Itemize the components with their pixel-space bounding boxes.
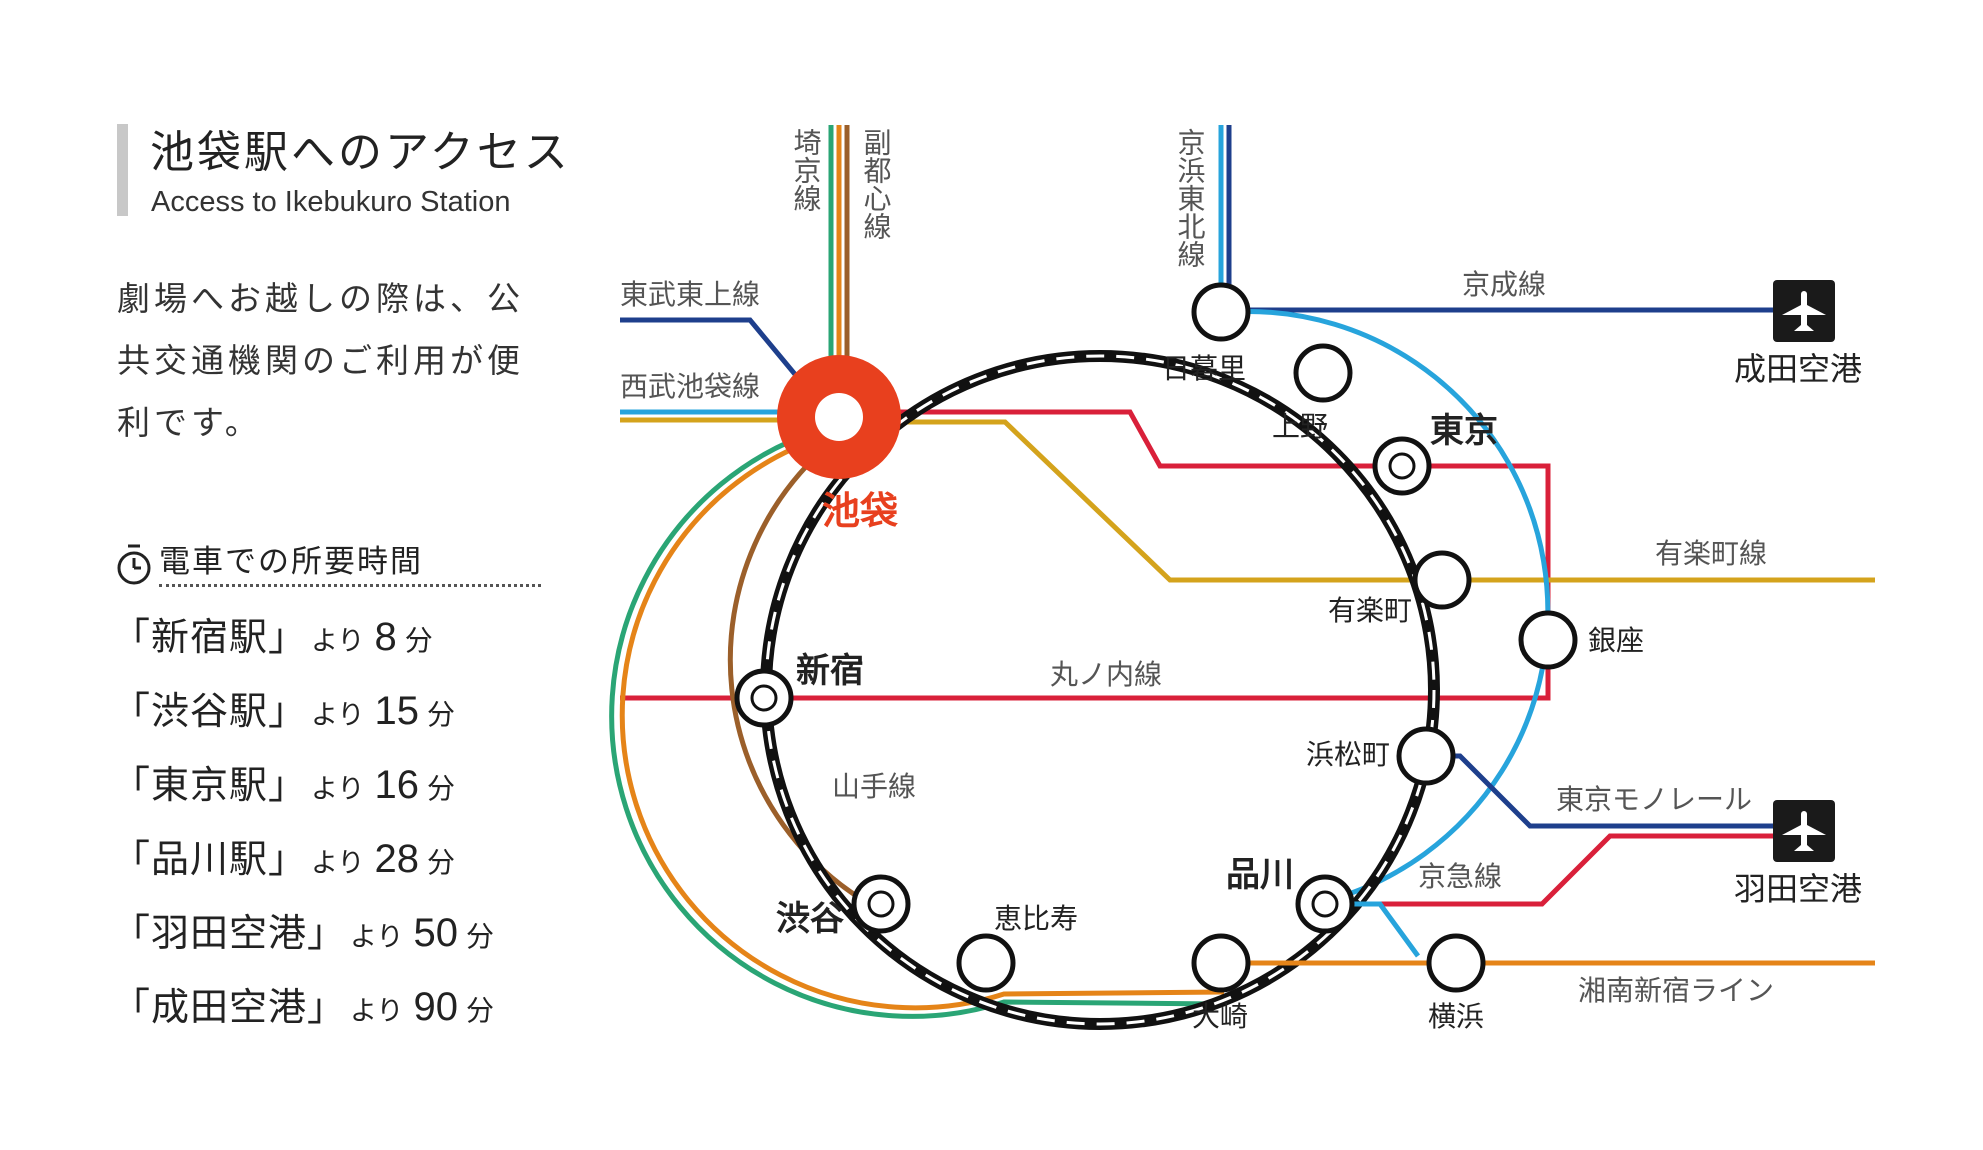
travel-minutes: 90	[413, 985, 458, 1029]
station-shinjuku-label: 新宿	[796, 651, 864, 691]
travel-origin: 「成田空港」	[112, 985, 347, 1029]
station-ikebukuro-label: 池袋	[822, 489, 898, 533]
travel-origin: 「品川駅」	[112, 837, 308, 881]
travel-unit: 分	[426, 772, 455, 805]
clock-icon	[117, 544, 151, 585]
station-ueno-label: 上野	[1272, 410, 1328, 443]
travel-yori: より	[350, 996, 404, 1027]
travel-origin: 「羽田空港」	[112, 911, 347, 955]
travel-minutes: 28	[374, 837, 419, 881]
dotted-divider	[159, 584, 541, 587]
yamanote-line-dash	[764, 354, 1436, 1026]
station-ebisu-marker[interactable]	[956, 933, 1016, 993]
travel-minutes: 16	[374, 763, 419, 807]
travel-time-heading-label: 電車での所要時間	[159, 544, 423, 580]
yamanote-line-label: 山手線	[832, 770, 916, 803]
travel-unit: 分	[465, 994, 494, 1027]
station-osaki-marker[interactable]	[1191, 933, 1251, 993]
station-shinagawa-label: 品川	[1226, 855, 1294, 895]
airport-narita-label: 成田空港	[1734, 350, 1862, 388]
station-hamamatsucho-marker[interactable]	[1396, 726, 1456, 786]
station-yurakucho-marker[interactable]	[1412, 550, 1472, 610]
station-shibuya-label: 渋谷	[776, 899, 844, 939]
airport-narita[interactable]	[1773, 280, 1835, 342]
shonan-shinjuku-line-label: 湘南新宿ライン	[1578, 974, 1774, 1007]
intro-line: 利です。	[117, 403, 262, 442]
station-shibuya-marker[interactable]	[851, 874, 911, 934]
station-yurakucho-label: 有楽町	[1328, 594, 1412, 627]
station-shinagawa-marker[interactable]	[1295, 874, 1355, 934]
title-accent-bar	[117, 124, 128, 216]
keikyu-line	[1325, 833, 1775, 907]
station-tokyo-marker[interactable]	[1372, 436, 1432, 496]
travel-yori: より	[311, 848, 365, 879]
travel-unit: 分	[404, 624, 433, 657]
tobu-tojo-line	[620, 317, 810, 392]
keihin-tohoku-line-label: 京浜東北線	[1174, 128, 1207, 268]
shonan-arc	[619, 433, 1225, 1011]
station-ikebukuro-center	[815, 393, 863, 441]
airplane-icon	[1782, 811, 1826, 851]
transfer-ring-shinjuku	[750, 684, 778, 712]
intro-line: 劇場へお越しの際は、公	[117, 279, 524, 318]
transfer-ring-shibuya	[867, 890, 895, 918]
station-osaki-label: 大崎	[1192, 1000, 1248, 1033]
station-ginza-marker[interactable]	[1518, 610, 1578, 670]
keihin-tohoku-arc	[1229, 308, 1551, 903]
intro-line: 共交通機関のご利用が便	[117, 341, 524, 380]
station-hamamatsucho-label: 浜松町	[1306, 738, 1390, 771]
travel-yori: より	[311, 700, 365, 731]
intro-text: 劇場へお越しの際は、公 共交通機関のご利用が便 利です。	[117, 268, 557, 454]
travel-minutes: 50	[413, 911, 458, 955]
keisei-line-label: 京成線	[1462, 268, 1546, 301]
travel-yori: より	[311, 774, 365, 805]
station-yokohama-marker[interactable]	[1426, 933, 1486, 993]
airplane-icon	[1782, 291, 1826, 331]
yurakucho-line-label: 有楽町線	[1655, 537, 1767, 570]
travel-unit: 分	[465, 920, 494, 953]
station-tokyo-label: 東京	[1430, 411, 1498, 451]
station-yokohama-label: 横浜	[1428, 1000, 1484, 1033]
travel-minutes: 8	[374, 615, 397, 659]
travel-yori: より	[311, 626, 365, 657]
saikyo-line-label: 埼京線	[790, 128, 823, 212]
station-ginza-label: 銀座	[1588, 624, 1644, 657]
page-subtitle: Access to Ikebukuro Station	[151, 186, 511, 218]
airport-haneda-label: 羽田空港	[1734, 870, 1862, 908]
travel-origin: 「新宿駅」	[112, 615, 308, 659]
tobu-tojo-line-label: 東武東上線	[620, 278, 760, 311]
yurakucho-line	[840, 419, 1875, 583]
travel-yori: より	[350, 922, 404, 953]
marunouchi-line-label: 丸ノ内線	[1050, 658, 1162, 691]
station-ueno-marker[interactable]	[1293, 343, 1353, 403]
station-nippori-label: 日暮里	[1162, 352, 1246, 385]
station-shinjuku-marker[interactable]	[734, 668, 794, 728]
travel-unit: 分	[426, 846, 455, 879]
keikyu-line-label: 京急線	[1418, 860, 1502, 893]
transfer-ring-shinagawa	[1311, 890, 1339, 918]
airport-haneda[interactable]	[1773, 800, 1835, 862]
travel-origin: 「渋谷駅」	[112, 689, 308, 733]
station-ebisu-label: 恵比寿	[994, 902, 1078, 935]
travel-origin: 「東京駅」	[112, 763, 308, 807]
seibu-ikebukuro-line-label: 西武池袋線	[620, 370, 760, 403]
saikyo-arc	[609, 427, 1221, 1019]
travel-minutes: 15	[374, 689, 419, 733]
fukutoshin-line-label: 副都心線	[860, 128, 893, 240]
page-title: 池袋駅へのアクセス	[150, 127, 571, 178]
tokyo-monorail-line-label: 東京モノレール	[1556, 783, 1752, 816]
transfer-ring-tokyo	[1388, 452, 1416, 480]
station-nippori-marker[interactable]	[1191, 282, 1251, 342]
travel-unit: 分	[426, 698, 455, 731]
